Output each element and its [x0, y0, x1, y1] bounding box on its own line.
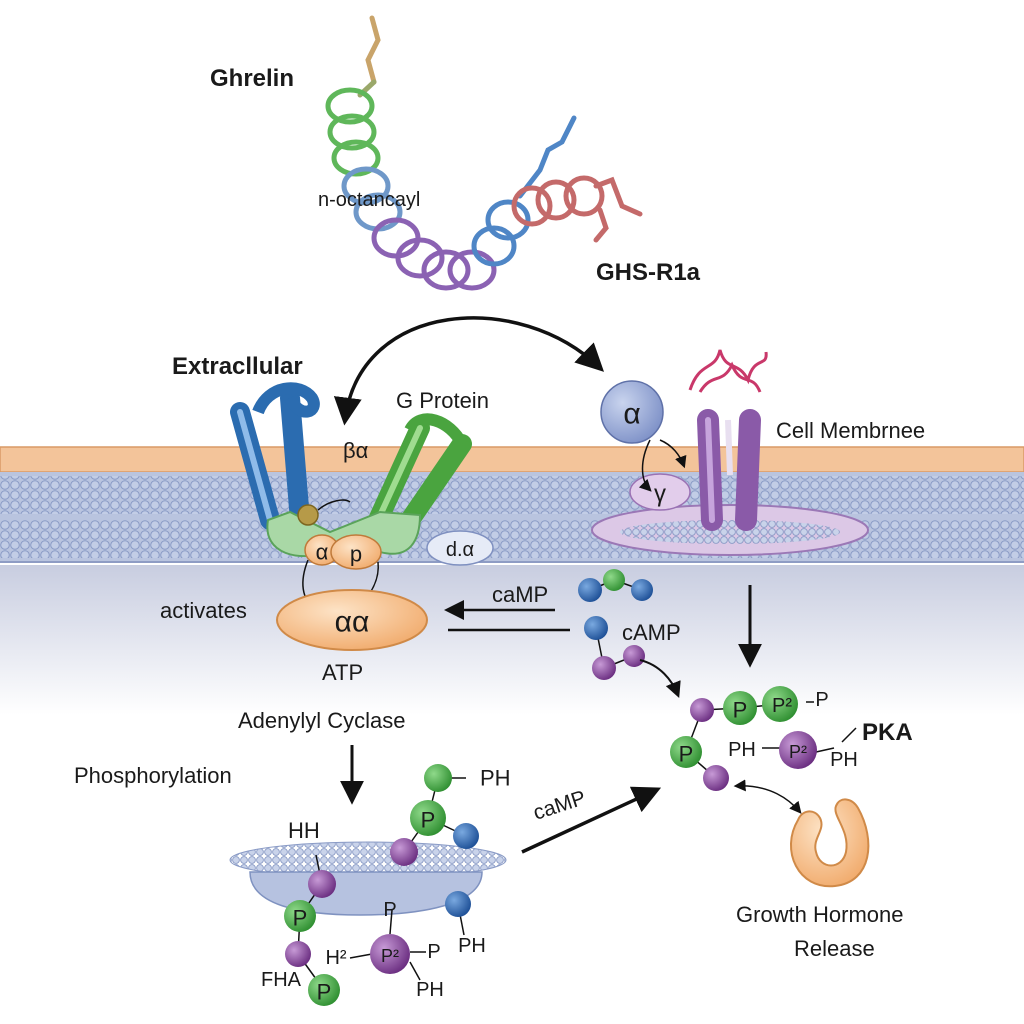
phos-ph-top: PH: [480, 766, 511, 791]
blue-receptor-helix: [230, 382, 320, 530]
phos-p-bottom: P: [317, 980, 332, 1005]
camp-label-2: cAMP: [622, 620, 681, 645]
ghrelin-label: Ghrelin: [210, 65, 294, 92]
octanoyl-label: n-octancayl: [318, 189, 420, 211]
cytoplasm-shading: [0, 565, 1024, 715]
g-protein-label: G Protein: [396, 388, 489, 413]
ghrelin-peptide: [325, 15, 643, 291]
camp-to-pka-arrow: [639, 659, 681, 698]
pka-p2: P²: [772, 695, 792, 717]
alpha-subunit: [600, 380, 664, 444]
camp-label-3: caMP: [530, 786, 588, 824]
growth-hormone-label-1: Growth Hormone: [736, 902, 904, 927]
pka-p-after: P: [815, 689, 828, 711]
pka-p1: P: [733, 698, 748, 723]
p-subunit-label: p: [350, 542, 362, 567]
phos-fha: FHA: [261, 969, 302, 991]
adenylyl-cyclase-label: Adenylyl Cyclase: [238, 708, 406, 733]
p-subunit: [330, 534, 382, 570]
growth-hormone-label-2: Release: [794, 936, 875, 961]
camp-beads: [578, 569, 653, 680]
binding-curved-arrow: [333, 316, 605, 426]
receptor-label: GHS-R1a: [596, 259, 701, 286]
adenylyl-cyclase-enzyme: [276, 589, 428, 651]
pka-cluster: [670, 686, 857, 791]
pka-label: PKA: [862, 719, 913, 746]
gtp-link: [317, 499, 351, 511]
cell-membrane-label: Cell Membrnee: [776, 418, 925, 443]
ghs-r1a-receptor: [591, 349, 869, 556]
growth-hormone-molecule: [789, 798, 870, 888]
alpha-alpha-label: αα: [335, 606, 370, 639]
alpha-to-receptor-arrow: [659, 439, 687, 469]
phos-p-right: P: [427, 941, 440, 963]
phos-p-left: P: [293, 906, 308, 931]
phos-p-mid: P: [383, 899, 396, 921]
camp-label-1: caMP: [492, 582, 548, 607]
alpha-to-gamma-arrow: [638, 439, 652, 492]
beta-alpha-label: βα: [343, 438, 369, 463]
phosphorylation-label: Phosphorylation: [74, 763, 232, 788]
extracellular-label: Extracllular: [172, 353, 303, 380]
phosphorylation-cluster: [284, 764, 479, 1006]
activates-label: activates: [160, 598, 247, 623]
d-alpha-subunit: [426, 530, 494, 566]
alpha-label: α: [623, 398, 640, 431]
gamma-label: γ: [654, 481, 666, 508]
pka-p4: P²: [789, 742, 807, 762]
pka-to-gh-arrow: [733, 779, 802, 814]
cell-membrane: [0, 446, 1024, 563]
phos-h2: H²: [325, 947, 346, 969]
gtp-bead: [297, 504, 319, 526]
phos-to-pka-arrow: [521, 786, 662, 854]
alpha-small-label: α: [316, 540, 329, 565]
phos-p-top: P: [421, 808, 436, 833]
d-alpha-label: d.α: [446, 539, 474, 561]
atp-label: ATP: [322, 660, 363, 685]
phos-hh: HH: [288, 818, 320, 843]
phos-ph-bottom: PH: [416, 979, 444, 1001]
phos-p2: P²: [381, 946, 399, 966]
pka-p3: P: [679, 742, 694, 767]
phos-ph-mid: PH: [458, 935, 486, 957]
lower-vesicle: [229, 841, 507, 916]
green-g-protein-helix: [368, 413, 472, 530]
pka-ph-right: PH: [830, 749, 858, 771]
pka-ph-left: PH: [728, 739, 756, 761]
